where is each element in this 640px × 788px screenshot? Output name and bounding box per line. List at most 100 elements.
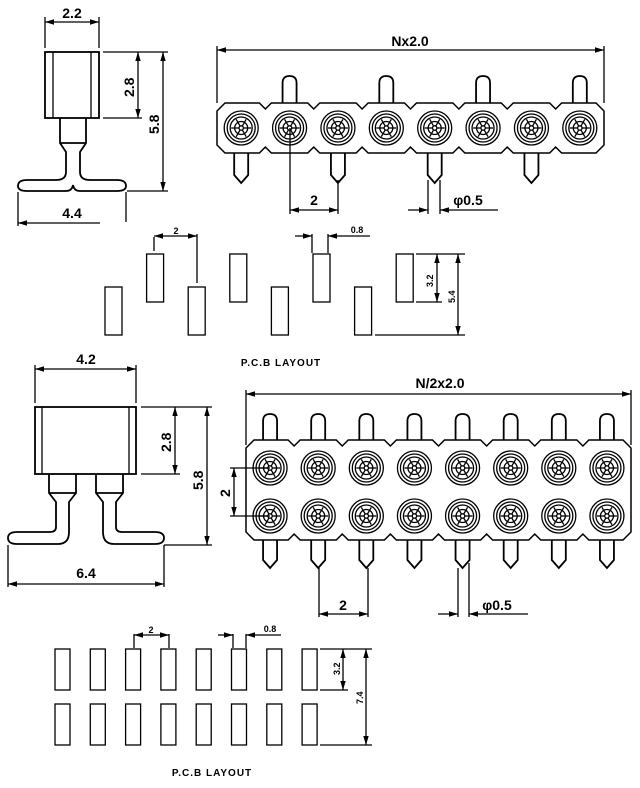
pin-tail — [571, 75, 588, 105]
pcb-pad — [124, 703, 142, 746]
pin-tail — [262, 538, 278, 570]
pin-tail — [599, 413, 615, 442]
pcb-layout-caption: P.C.B LAYOUT — [241, 358, 321, 369]
contact-ring-outer — [417, 110, 453, 146]
pin-tail — [454, 413, 471, 442]
contact-finger — [312, 517, 318, 525]
contact-finger — [553, 517, 559, 525]
socket-contact — [348, 498, 384, 534]
contact-finger — [574, 119, 580, 127]
length-label: Nx2.0 — [391, 33, 429, 49]
pad-pitch-label: 2 — [148, 625, 153, 635]
contact-ring-mid — [544, 501, 574, 531]
contact-finger — [318, 517, 324, 525]
contact-finger — [264, 459, 270, 467]
contact-ring-inner — [402, 504, 427, 528]
contact-ring-inner — [229, 116, 253, 140]
pcb-pad — [104, 286, 123, 336]
pin-tail — [502, 413, 519, 442]
pad-length-label: 3.2 — [425, 274, 435, 287]
contact-ring-outer — [562, 110, 598, 146]
socket-contact — [320, 110, 356, 146]
socket-contact — [368, 110, 404, 146]
pcb-pad — [353, 286, 373, 336]
pitch-label: 2 — [339, 597, 347, 613]
pin-tail — [406, 538, 423, 570]
pin-tail — [262, 413, 278, 442]
pcb-pad — [301, 703, 318, 746]
contact-finger — [366, 469, 372, 477]
contact-ring-inner — [374, 116, 398, 140]
contact-finger — [408, 469, 414, 477]
pcb-pad — [145, 253, 165, 303]
contact-ring-mid — [592, 501, 622, 531]
contact-finger — [553, 459, 559, 467]
contact-ring-outer — [589, 450, 625, 486]
contact-ring-inner — [450, 456, 475, 480]
pcb-pad — [89, 703, 106, 746]
contact-finger — [386, 129, 392, 137]
contact-finger — [463, 469, 469, 477]
contact-finger — [408, 459, 414, 467]
contact-ring-mid — [226, 113, 256, 143]
pcb-pad — [395, 253, 414, 303]
row-pitch-label: 2 — [217, 489, 233, 497]
contact-finger — [601, 507, 607, 515]
contact-ring-inner — [595, 504, 619, 528]
pcb-pad — [187, 286, 206, 336]
pin-tail — [406, 413, 423, 442]
contact-finger — [607, 517, 613, 525]
socket-contact — [223, 110, 259, 146]
contact-finger — [270, 507, 276, 515]
contact-finger — [463, 517, 469, 525]
contact-ring-outer — [300, 450, 336, 486]
double-row-side-view: 4.2 2.8 5.8 6.4 — [7, 351, 212, 587]
contact-finger — [338, 119, 344, 127]
pcb-pad — [230, 703, 248, 746]
contact-ring-mid — [351, 453, 381, 483]
contact-ring-mid — [565, 113, 595, 143]
contact-ring-inner — [402, 456, 427, 480]
body-height-label: 2.8 — [121, 77, 137, 97]
contact-ring-outer — [396, 498, 433, 534]
contact-finger — [607, 459, 613, 467]
contact-finger — [505, 469, 511, 477]
contact-finger — [360, 507, 366, 515]
contact-finger — [235, 129, 241, 137]
contact-finger — [408, 517, 414, 525]
contact-ring-mid — [516, 113, 547, 143]
contact-finger — [435, 119, 441, 127]
socket-contact — [300, 450, 336, 486]
contact-ring-inner — [595, 456, 619, 480]
pin-tail — [358, 538, 375, 570]
contact-ring-mid — [323, 113, 353, 143]
pcb-pad — [89, 648, 106, 691]
header-body — [245, 439, 632, 541]
contact-finger — [429, 119, 435, 127]
contact-finger — [511, 459, 517, 467]
pin-tail — [281, 75, 298, 105]
width-label: 4.2 — [76, 351, 96, 367]
pcb-pad — [160, 648, 177, 691]
contact-finger — [318, 469, 324, 477]
contact-ring-mid — [592, 453, 622, 483]
total-height-label: 5.8 — [190, 470, 206, 490]
contact-finger — [456, 507, 463, 515]
contact-ring-inner — [306, 456, 330, 480]
contact-finger — [574, 129, 580, 137]
socket-contact — [541, 450, 577, 486]
pin-tail — [426, 151, 443, 185]
pin-tail — [310, 413, 327, 442]
contact-finger — [270, 459, 276, 467]
contact-ring-mid — [303, 453, 333, 483]
pin-tail — [599, 538, 615, 570]
pad-width-label: 0.8 — [351, 225, 364, 235]
contact-finger — [456, 469, 463, 477]
contact-ring-inner — [471, 116, 495, 140]
contact-finger — [264, 517, 270, 525]
contact-finger — [290, 129, 296, 137]
contact-finger — [511, 469, 517, 477]
pin-foot — [17, 171, 127, 192]
contact-finger — [483, 119, 489, 127]
